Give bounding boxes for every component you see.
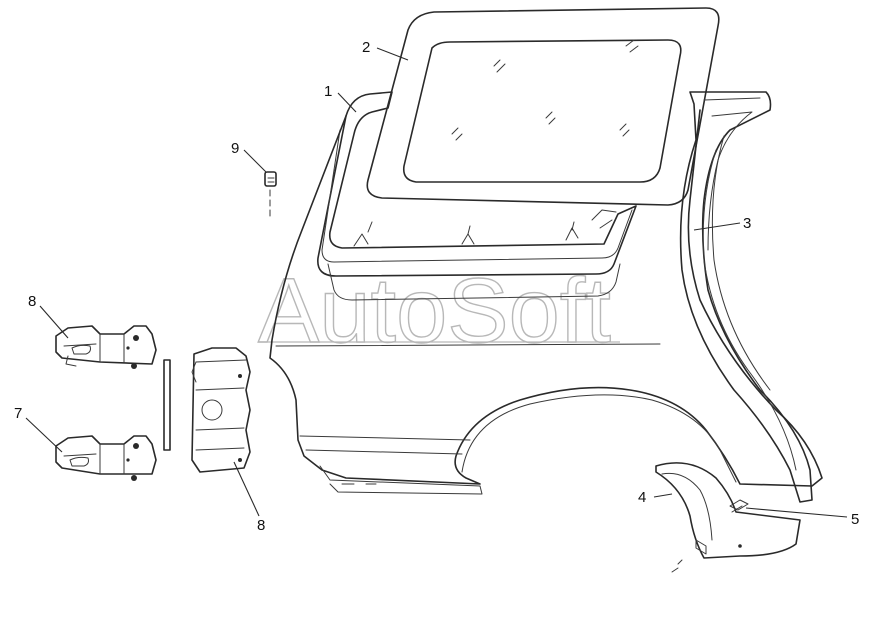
hinge-bracket-upper [55, 325, 157, 369]
window-frame [317, 91, 637, 301]
clip-part [729, 499, 749, 513]
callout-9: 9 [231, 140, 239, 157]
leader-lines [25, 47, 848, 518]
hinge-bracket-lower [55, 435, 157, 481]
callout-8-upper: 8 [28, 293, 36, 310]
rear-pillar-panel [679, 91, 813, 503]
callout-3: 3 [743, 215, 751, 232]
callout-1: 1 [324, 83, 332, 100]
callout-7: 7 [14, 405, 22, 422]
callout-8-lower: 8 [257, 517, 265, 534]
rear-quarter-glass [366, 7, 720, 206]
quarter-panel [269, 109, 823, 495]
bracket-block [191, 347, 251, 473]
rod-part [163, 359, 171, 451]
callout-5: 5 [851, 511, 859, 528]
fastener-part [264, 171, 277, 217]
wheel-arch-extension [655, 462, 801, 573]
callout-4: 4 [638, 489, 646, 506]
callout-2: 2 [362, 39, 370, 56]
